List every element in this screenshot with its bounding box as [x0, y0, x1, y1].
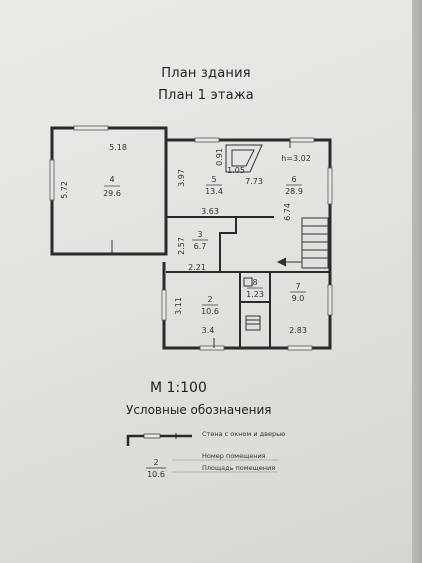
room-4-area: 29.6 [103, 189, 121, 198]
room-5-area: 13.4 [205, 187, 223, 196]
window-room-7-right [327, 284, 333, 316]
room-6-number: 6 [291, 175, 296, 184]
legend-title: Условные обозначения [126, 403, 272, 417]
dim-2-83: 2.83 [289, 326, 307, 335]
dim-2-57: 2.57 [177, 237, 186, 255]
room-3-area: 6.7 [194, 242, 207, 251]
fixture-sink [243, 277, 253, 287]
fireplace-inner [231, 149, 255, 167]
dim-3-11: 3.11 [174, 297, 183, 315]
paper-sheet [0, 0, 412, 563]
dim-5-18: 5.18 [109, 143, 127, 152]
legend-example-area: 10.6 [147, 470, 165, 479]
window-room-7-bottom [287, 345, 313, 351]
paper-edge [412, 0, 422, 563]
legend-example-number: 2 [153, 458, 158, 467]
window-room-5-top [194, 137, 220, 143]
window-room-2-left [161, 289, 167, 321]
window-room-6-top [289, 137, 315, 143]
dim-3-97: 3.97 [177, 169, 186, 187]
window-room-4-top [73, 125, 109, 131]
dim-3-4: 3.4 [202, 326, 215, 335]
fixture-toilet [245, 315, 261, 331]
legend-area-label: Площадь помещения [202, 464, 276, 472]
wall-room-3-right [219, 217, 237, 272]
dim-6-74: 6.74 [283, 203, 292, 221]
main-block-walls [162, 138, 332, 350]
ceiling-height: h=3.02 [281, 154, 311, 163]
room-2-number: 2 [207, 295, 212, 304]
fireplace-shape [225, 144, 263, 173]
window-room-6-right [327, 167, 333, 205]
room-8-area: 1.23 [246, 290, 264, 299]
room-7-area: 9.0 [292, 294, 305, 303]
scale-label: М 1:100 [150, 380, 207, 396]
dim-3-63: 3.63 [201, 207, 219, 216]
room-2-area: 10.6 [201, 307, 219, 316]
legend-wall-symbol [126, 433, 192, 446]
window-room-4-left [49, 159, 55, 201]
legend-wall-label: Стена с окном и дверью [202, 430, 286, 438]
dim-1-05: 1.05 [227, 166, 245, 175]
room-5-number: 5 [211, 175, 216, 184]
legend-number-label: Номер помещения [202, 452, 266, 460]
dim-0-91: 0.91 [215, 148, 224, 166]
window-room-2-bottom [199, 345, 225, 351]
room-7-number: 7 [295, 282, 300, 291]
floor-plan: 4 29.6 5 13.4 6 28.9 3 6.7 2 10.6 8 1.23… [49, 125, 333, 479]
plan-subtitle: План 1 этажа [158, 88, 254, 103]
staircase [301, 217, 329, 269]
dim-7-73: 7.73 [245, 177, 263, 186]
room-3-number: 3 [197, 230, 202, 239]
plan-title: План здания [161, 66, 251, 81]
room-4-number: 4 [109, 175, 114, 184]
room-8-number: 8 [252, 278, 257, 287]
dim-2-21: 2.21 [188, 263, 206, 272]
dim-5-72: 5.72 [60, 181, 69, 199]
room-6-area: 28.9 [285, 187, 303, 196]
